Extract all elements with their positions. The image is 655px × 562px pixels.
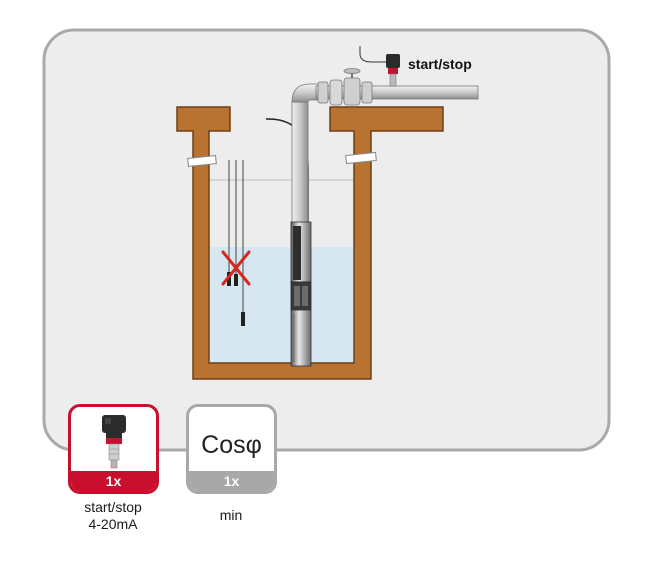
float-switch-2 (234, 274, 238, 286)
pipe-fitting-3 (361, 81, 373, 104)
cos-phi-card[interactable]: Cosφ 1x (186, 404, 277, 494)
pipe-fitting-2 (329, 79, 343, 106)
shaft-walls (176, 106, 444, 380)
sensor-label: start/stop (408, 56, 472, 72)
wall-break-right (345, 151, 377, 165)
sensor-card-start-stop[interactable]: 1x (68, 404, 159, 494)
sensor-cable (359, 46, 388, 63)
cos-phi-card-label: min (219, 507, 243, 523)
pressure-sensor-icon (386, 54, 400, 87)
float-switch-1 (227, 272, 231, 286)
riser-pipe (291, 101, 309, 231)
submersible-pump (290, 221, 312, 367)
gate-valve (343, 77, 361, 106)
sensor-card-label: start/stop 4-20mA (84, 499, 142, 532)
quantity-badge: 1x (71, 471, 156, 491)
quantity-badge: 1x (189, 471, 274, 491)
pressure-transducer-icon (102, 415, 126, 469)
wall-break-left (187, 155, 217, 167)
background-panel (42, 28, 611, 452)
pipe-fitting-1 (317, 81, 329, 104)
cos-phi-caption: Cosφ (201, 431, 262, 459)
cross-icon (221, 250, 251, 286)
float-switch-3 (241, 312, 245, 326)
water (209, 247, 354, 365)
